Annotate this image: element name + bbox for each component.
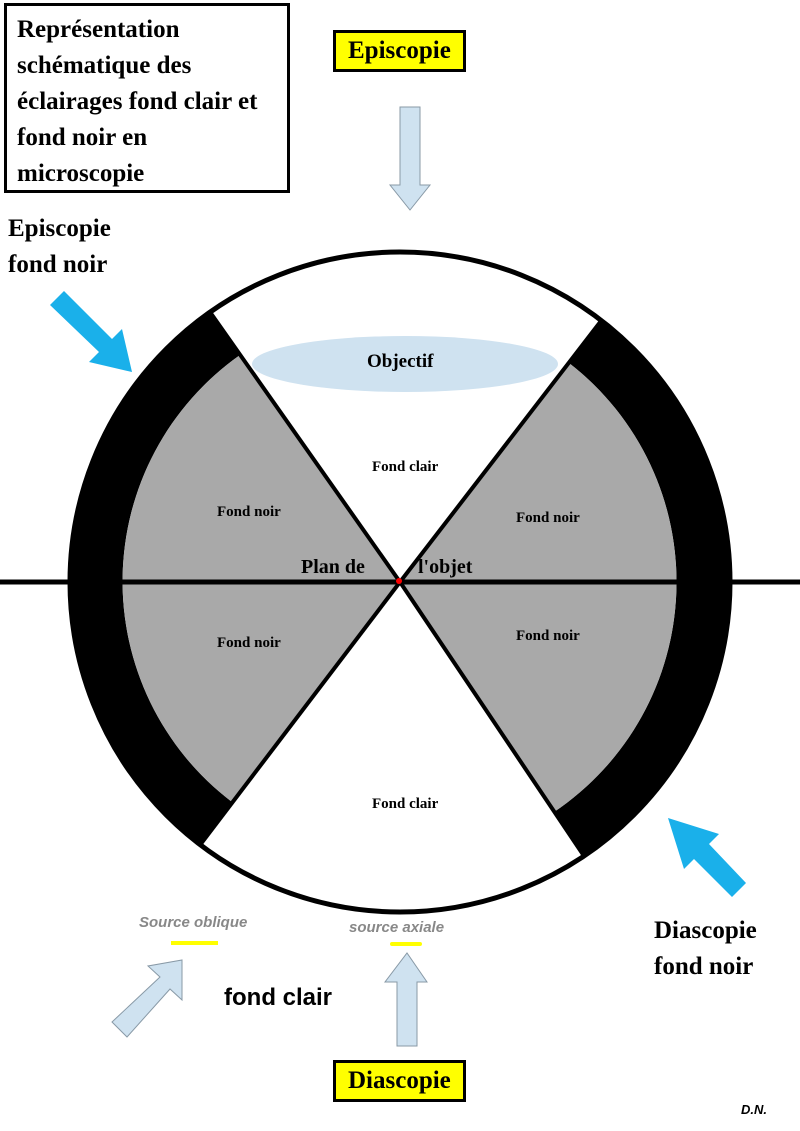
fond-clair-source-label: fond clair [224,984,333,1011]
sector-lines [198,310,603,858]
label-line: fond noir [654,953,754,980]
source-axiale-label: source axiale [349,919,445,936]
diascopie-fond-noir-label: Diascopie fond noir [654,913,757,985]
fond-noir-ul-label: Fond noir [217,504,281,520]
fond-noir-ur-label: Fond noir [516,510,580,526]
right-dark-field-sector [400,363,677,812]
source-oblique-label: Source oblique [139,914,248,931]
fond-noir-lr-label: Fond noir [516,628,580,644]
left-dark-ring [69,312,240,845]
episcopie-fond-noir-label: Episcopie fond noir [8,211,111,283]
label-line: fond noir [8,251,108,278]
axial-underline [390,942,422,946]
diascopie-label: Diascopie [333,1060,466,1102]
oblique-source-arrow-icon [111,959,183,1038]
objectif-label: Objectif [367,351,434,372]
label-line: Diascopie [654,917,757,944]
object-point [396,578,402,584]
left-dark-field-sector [122,355,400,802]
objet-label: l'objet [418,556,473,578]
episcopie-arrow-icon [388,106,432,211]
signature: D.N. [741,1102,767,1117]
fond-clair-top-label: Fond clair [372,459,439,475]
label-line: Episcopie [8,215,111,242]
diascopie-dark-field-arrow-icon [668,818,746,897]
fond-noir-ll-label: Fond noir [217,635,281,651]
title-box: Représentation schématique des éclairage… [4,3,290,193]
episcopie-label: Episcopie [333,30,466,72]
episcopie-dark-field-arrow-icon [50,291,132,372]
oblique-underline [171,941,218,945]
fond-clair-bottom-label: Fond clair [372,796,439,812]
objective-lens [252,336,558,392]
axial-source-arrow-icon [383,952,428,1047]
plan-de-label: Plan de [301,556,365,578]
right-dark-ring [554,321,730,856]
